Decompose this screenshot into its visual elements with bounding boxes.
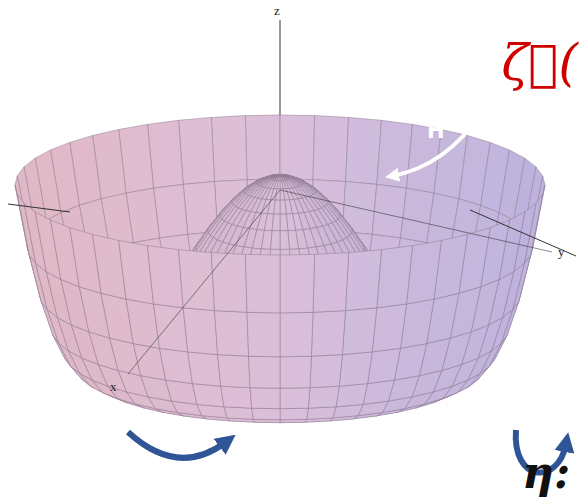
field-label: H	[427, 119, 445, 143]
surface-patch	[313, 116, 349, 182]
surface-patch	[250, 388, 280, 409]
surface-patch	[183, 308, 217, 355]
surface-patch	[372, 304, 406, 352]
surface-patch	[310, 355, 343, 388]
surface-patch	[245, 115, 280, 180]
surface-patch	[277, 176, 280, 181]
surface-patch	[377, 246, 413, 308]
surface-patch	[346, 250, 382, 311]
surface-patch	[272, 214, 280, 231]
surface-patch	[368, 348, 401, 383]
surface-patch	[280, 231, 289, 250]
axis-label: x	[110, 379, 117, 395]
surface-patch	[313, 253, 349, 313]
surface-patch	[280, 312, 313, 357]
surface-patch	[274, 200, 280, 214]
surface-patch	[211, 253, 247, 313]
surface-patch	[377, 120, 413, 188]
surface-patch	[261, 230, 272, 249]
surface-patch	[308, 386, 339, 408]
potential-surface	[15, 115, 545, 423]
surface-patch	[307, 407, 336, 420]
surface-patch	[160, 348, 193, 383]
surface-patch	[192, 384, 224, 407]
surface-patch	[148, 246, 184, 308]
surface-patch	[280, 176, 285, 181]
surface-patch	[346, 117, 382, 184]
surface-patch	[273, 176, 280, 181]
surface-patch	[280, 176, 287, 181]
axis-label: y	[558, 244, 565, 260]
surface-patch	[280, 115, 315, 180]
surface-patch	[270, 176, 280, 180]
field-symbol: η:	[522, 447, 570, 498]
rotation-arrow	[392, 112, 482, 176]
surface-patch	[280, 356, 311, 388]
surface-patch	[245, 254, 280, 313]
surface-patch	[280, 254, 315, 313]
surface-patch	[224, 407, 253, 420]
surface-patch	[280, 200, 286, 214]
rotation-arrow-blue	[128, 432, 226, 458]
surface-patch	[280, 176, 286, 181]
surface-patch	[249, 356, 280, 388]
surface-patch	[280, 176, 289, 181]
y-axis	[280, 190, 552, 252]
vector-symbol: ζ⃗(	[501, 34, 578, 92]
surface-patch	[280, 408, 308, 420]
surface-patch	[274, 176, 280, 181]
surface-patch	[148, 120, 184, 188]
surface-patch	[215, 311, 249, 357]
surface-patch	[271, 231, 280, 250]
surface-patch	[221, 386, 252, 408]
surface-patch	[272, 176, 281, 181]
surface-patch	[280, 176, 290, 180]
surface-patch	[280, 176, 283, 181]
surface-patch	[280, 388, 310, 409]
surface-patch	[339, 352, 372, 386]
surface-patch	[342, 308, 376, 355]
surface-patch	[218, 355, 251, 388]
surface-patch	[247, 312, 280, 357]
x-axis	[128, 190, 280, 374]
surface-patch	[311, 311, 345, 357]
surface-patch	[277, 181, 280, 189]
surface-patch	[280, 181, 283, 189]
surface-patch	[154, 304, 188, 352]
surface-patch	[179, 250, 215, 311]
surface-patch	[275, 176, 280, 181]
surface-patch	[179, 117, 215, 184]
surface-patch	[336, 384, 368, 407]
surface-patch	[278, 176, 280, 181]
surface-patch	[288, 230, 299, 249]
surface-patch	[252, 408, 280, 420]
surface-patch	[280, 214, 288, 231]
surface-patch	[211, 116, 247, 182]
surface-patch	[188, 352, 221, 386]
axis-label: z	[274, 3, 280, 19]
axis-line	[8, 204, 70, 212]
